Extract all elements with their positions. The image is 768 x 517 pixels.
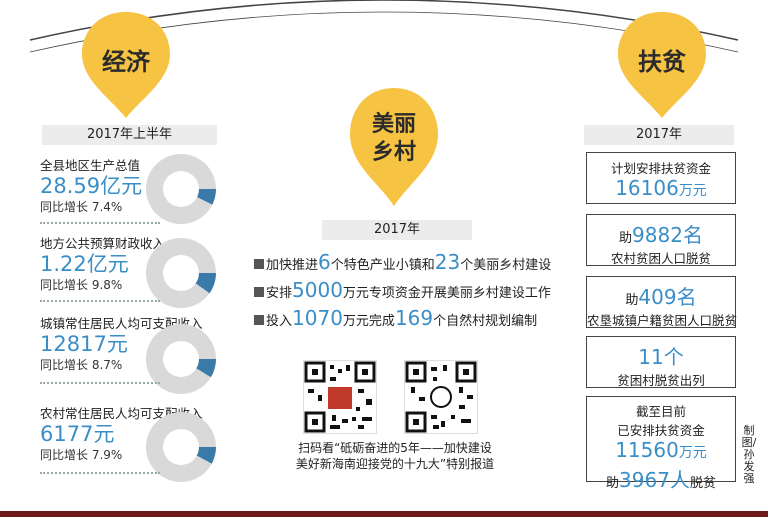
poverty-box-rural: 助9882名 农村贫困人口脱贫 bbox=[586, 214, 736, 266]
stat-growth: 同比增长 7.4% bbox=[40, 200, 123, 214]
stat-growth: 同比增长 7.9% bbox=[40, 448, 123, 462]
stat-label: 全县地区生产总值 bbox=[40, 158, 141, 173]
poverty-title: 扶贫 bbox=[638, 48, 686, 76]
economy-title: 经济 bbox=[102, 48, 150, 76]
economy-period: 2017年上半年 bbox=[42, 125, 217, 145]
donut-chart-1 bbox=[146, 154, 216, 224]
poverty-box-funds-planned: 计划安排扶贫资金 16106万元 bbox=[586, 152, 736, 204]
stat-value: 12817元 bbox=[40, 332, 128, 356]
stat-growth: 同比增长 8.7% bbox=[40, 358, 123, 372]
village-bullet-1: 加快推进6个特色产业小镇和23个美丽乡村建设 bbox=[254, 250, 551, 274]
divider bbox=[40, 300, 160, 302]
poverty-pin: 扶贫 bbox=[612, 10, 712, 120]
divider bbox=[40, 222, 160, 224]
village-pin: 美丽 乡村 bbox=[344, 86, 444, 208]
divider bbox=[40, 382, 160, 384]
economy-stat-3: 城镇常住居民人均可支配收入 12817元 同比增长 8.7% bbox=[40, 313, 203, 373]
poverty-period: 2017年 bbox=[584, 125, 734, 145]
bullet-square-icon bbox=[254, 259, 264, 269]
bullet-square-icon bbox=[254, 287, 264, 297]
economy-stat-2: 地方公共预算财政收入 1.22亿元 同比增长 9.8% bbox=[40, 233, 165, 293]
stat-growth: 同比增长 9.8% bbox=[40, 278, 123, 292]
divider bbox=[40, 472, 160, 474]
qr-code-right[interactable] bbox=[404, 360, 478, 434]
stat-value: 28.59亿元 bbox=[40, 174, 143, 198]
stat-value: 6177元 bbox=[40, 422, 115, 446]
village-bullet-3: 投入1070万元完成169个自然村规划编制 bbox=[254, 306, 537, 330]
poverty-box-farm-town: 助409名 农垦城镇户籍贫困人口脱贫 bbox=[586, 276, 737, 328]
poverty-box-to-date: 截至目前 已安排扶贫资金 11560万元 助3967人脱贫 bbox=[586, 396, 736, 492]
stat-value: 1.22亿元 bbox=[40, 252, 129, 276]
village-bullet-2: 安排5000万元专项资金开展美丽乡村建设工作 bbox=[254, 278, 551, 302]
stat-label: 地方公共预算财政收入 bbox=[40, 236, 166, 251]
village-title-line1: 美丽 bbox=[371, 112, 416, 137]
bullet-square-icon bbox=[254, 315, 264, 325]
donut-chart-2 bbox=[146, 238, 216, 308]
economy-stat-1: 全县地区生产总值 28.59亿元 同比增长 7.4% bbox=[40, 155, 142, 215]
qr-code-icon bbox=[304, 361, 376, 433]
map-pin-icon bbox=[82, 12, 170, 118]
donut-chart-4 bbox=[146, 412, 216, 482]
village-period: 2017年 bbox=[322, 220, 472, 240]
footer-bar bbox=[0, 511, 768, 517]
poverty-box-villages: 11个 贫困村脱贫出列 bbox=[586, 336, 736, 388]
stat-label: 城镇常住居民人均可支配收入 bbox=[40, 316, 203, 331]
credit-text: 制图/孙发强 bbox=[741, 424, 757, 485]
village-title-line2: 乡村 bbox=[371, 140, 416, 165]
qr-caption: 扫码看“砥砺奋进的5年——加快建设 美好新海南迎接党的十九大”特别报道 bbox=[295, 441, 495, 471]
economy-pin: 经济 bbox=[76, 10, 176, 120]
qr-code-left[interactable] bbox=[303, 360, 377, 434]
map-pin-icon bbox=[618, 12, 706, 118]
qr-code-icon bbox=[405, 361, 477, 433]
map-pin-icon bbox=[350, 88, 438, 206]
